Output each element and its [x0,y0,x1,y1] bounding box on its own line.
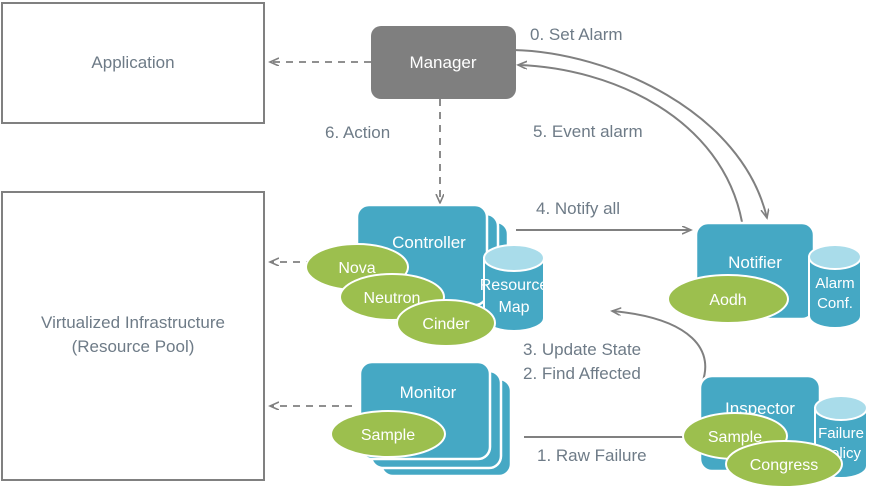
connector-step-5-event-alarm [518,65,743,223]
alarm-conf-top [808,244,862,270]
alarm-conf-label-line2: Conf. [817,295,853,312]
failure-policy-top [814,395,868,421]
resource-map-label-line1: Resource [480,277,549,294]
resource-map-label-line2: Map [498,299,529,316]
tag-monitor-sample-shape [330,410,446,458]
tag-aodh[interactable]: Aodh [667,274,789,324]
manager-label: Manager [409,53,476,72]
connector-step-0-set-alarm [512,49,767,218]
flow-label-step-2: 2. Find Affected [523,364,641,383]
alarm-conf-body [808,256,862,329]
manager-box [371,26,516,99]
tag-aodh-label: Aodh [709,292,746,309]
notifier-label: Notifier [728,253,782,272]
resource-map-top [483,244,545,272]
flow-label-step-0: 0. Set Alarm [530,25,623,44]
tag-neutron-label: Neutron [364,290,421,307]
infrastructure-label-line1: Virtualized Infrastructure [41,313,225,332]
manager-node[interactable]: Manager [371,26,516,99]
application-box-shape [1,2,265,124]
tag-monitor-sample[interactable]: Sample [330,410,446,458]
infrastructure-box-shape [1,191,265,481]
tag-nova-label: Nova [338,260,375,277]
alarm-conf-label-line1: Alarm [815,275,854,292]
infrastructure-box: Virtualized Infrastructure (Resource Poo… [1,191,265,481]
alarm-conf-cylinder[interactable]: Alarm Conf. [808,244,862,329]
monitor-label: Monitor [400,383,457,402]
flow-label-step-5: 5. Event alarm [533,122,643,141]
application-box: Application [1,2,265,124]
tag-cinder-label: Cinder [422,316,470,333]
application-label: Application [91,53,174,72]
failure-policy-label-line1: Failure [818,425,864,442]
connector-step-2-3-inspector-to-resource-map [612,311,707,389]
tag-congress-label: Congress [750,457,818,474]
tag-congress-shape [725,440,843,488]
infrastructure-label-line2: (Resource Pool) [72,337,195,356]
tag-aodh-shape [667,274,789,324]
resource-map-cylinder[interactable]: Resource Map [480,244,549,332]
tag-congress[interactable]: Congress [725,440,843,488]
controller-label: Controller [392,233,466,252]
flow-label-step-6: 6. Action [325,123,390,142]
flow-label-step-1: 1. Raw Failure [537,446,647,465]
flow-label-step-4: 4. Notify all [536,199,620,218]
tag-cinder[interactable]: Cinder [396,299,496,347]
flow-label-step-3: 3. Update State [523,340,641,359]
tag-cinder-shape [396,299,496,347]
tag-monitor-sample-label: Sample [361,427,415,444]
tag-inspector-sample-label: Sample [708,429,762,446]
